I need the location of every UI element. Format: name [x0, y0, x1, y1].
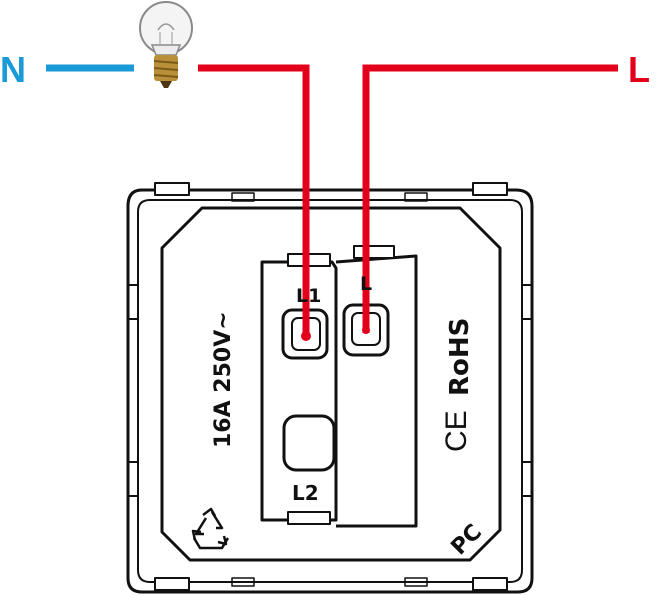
- rating-label: 16A 250V~: [211, 311, 236, 448]
- live-label: L: [628, 49, 650, 90]
- light-bulb-icon: [139, 1, 193, 88]
- recycle-icon: [191, 507, 230, 550]
- live-wire-l: [362, 64, 618, 333]
- rohs-mark: RoHS: [445, 318, 475, 396]
- live-wire-l1: [198, 64, 310, 333]
- terminal-label-l: L: [360, 273, 372, 295]
- neutral-label: N: [0, 49, 26, 90]
- l-terminal-dot: [362, 326, 370, 334]
- terminal-label-l2: L2: [292, 481, 319, 505]
- l1-terminal-dot: [301, 331, 311, 341]
- svg-text:PC: PC: [447, 520, 488, 561]
- terminal-label-l1: L1: [296, 285, 321, 307]
- ce-mark: CE: [440, 410, 473, 452]
- pc-mark: PC: [447, 520, 488, 561]
